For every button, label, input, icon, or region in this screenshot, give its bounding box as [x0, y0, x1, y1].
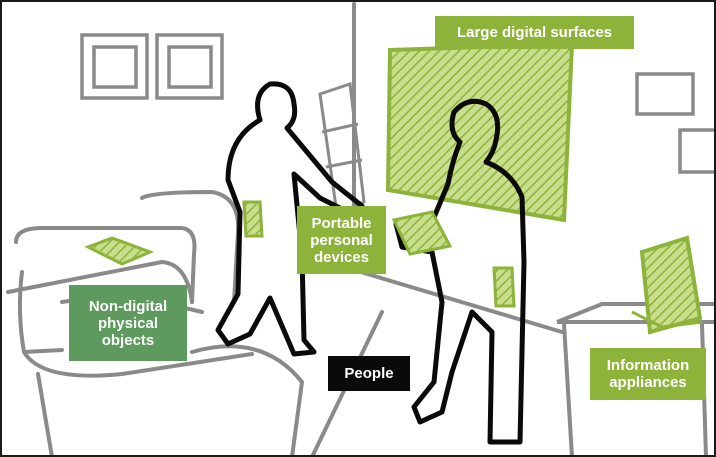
person-left — [215, 81, 365, 357]
portable-device-person-right — [492, 266, 516, 308]
label-portable-personal-devices: Portable personal devices — [297, 206, 386, 274]
portable-device-person-left — [242, 200, 264, 238]
large-digital-surface — [385, 41, 575, 223]
label-people: People — [328, 356, 410, 391]
person-right — [393, 98, 527, 445]
label-information-appliances: Information appliances — [590, 348, 706, 400]
label-large-digital-surfaces: Large digital surfaces — [435, 16, 634, 49]
physical-object-on-sofa — [84, 236, 155, 266]
portable-device-tablet — [391, 210, 453, 256]
wall-picture-frames — [80, 33, 714, 174]
information-appliance-device — [631, 235, 703, 335]
shelf — [318, 81, 366, 217]
label-non-digital-physical-objects: Non-digital physical objects — [69, 285, 187, 361]
